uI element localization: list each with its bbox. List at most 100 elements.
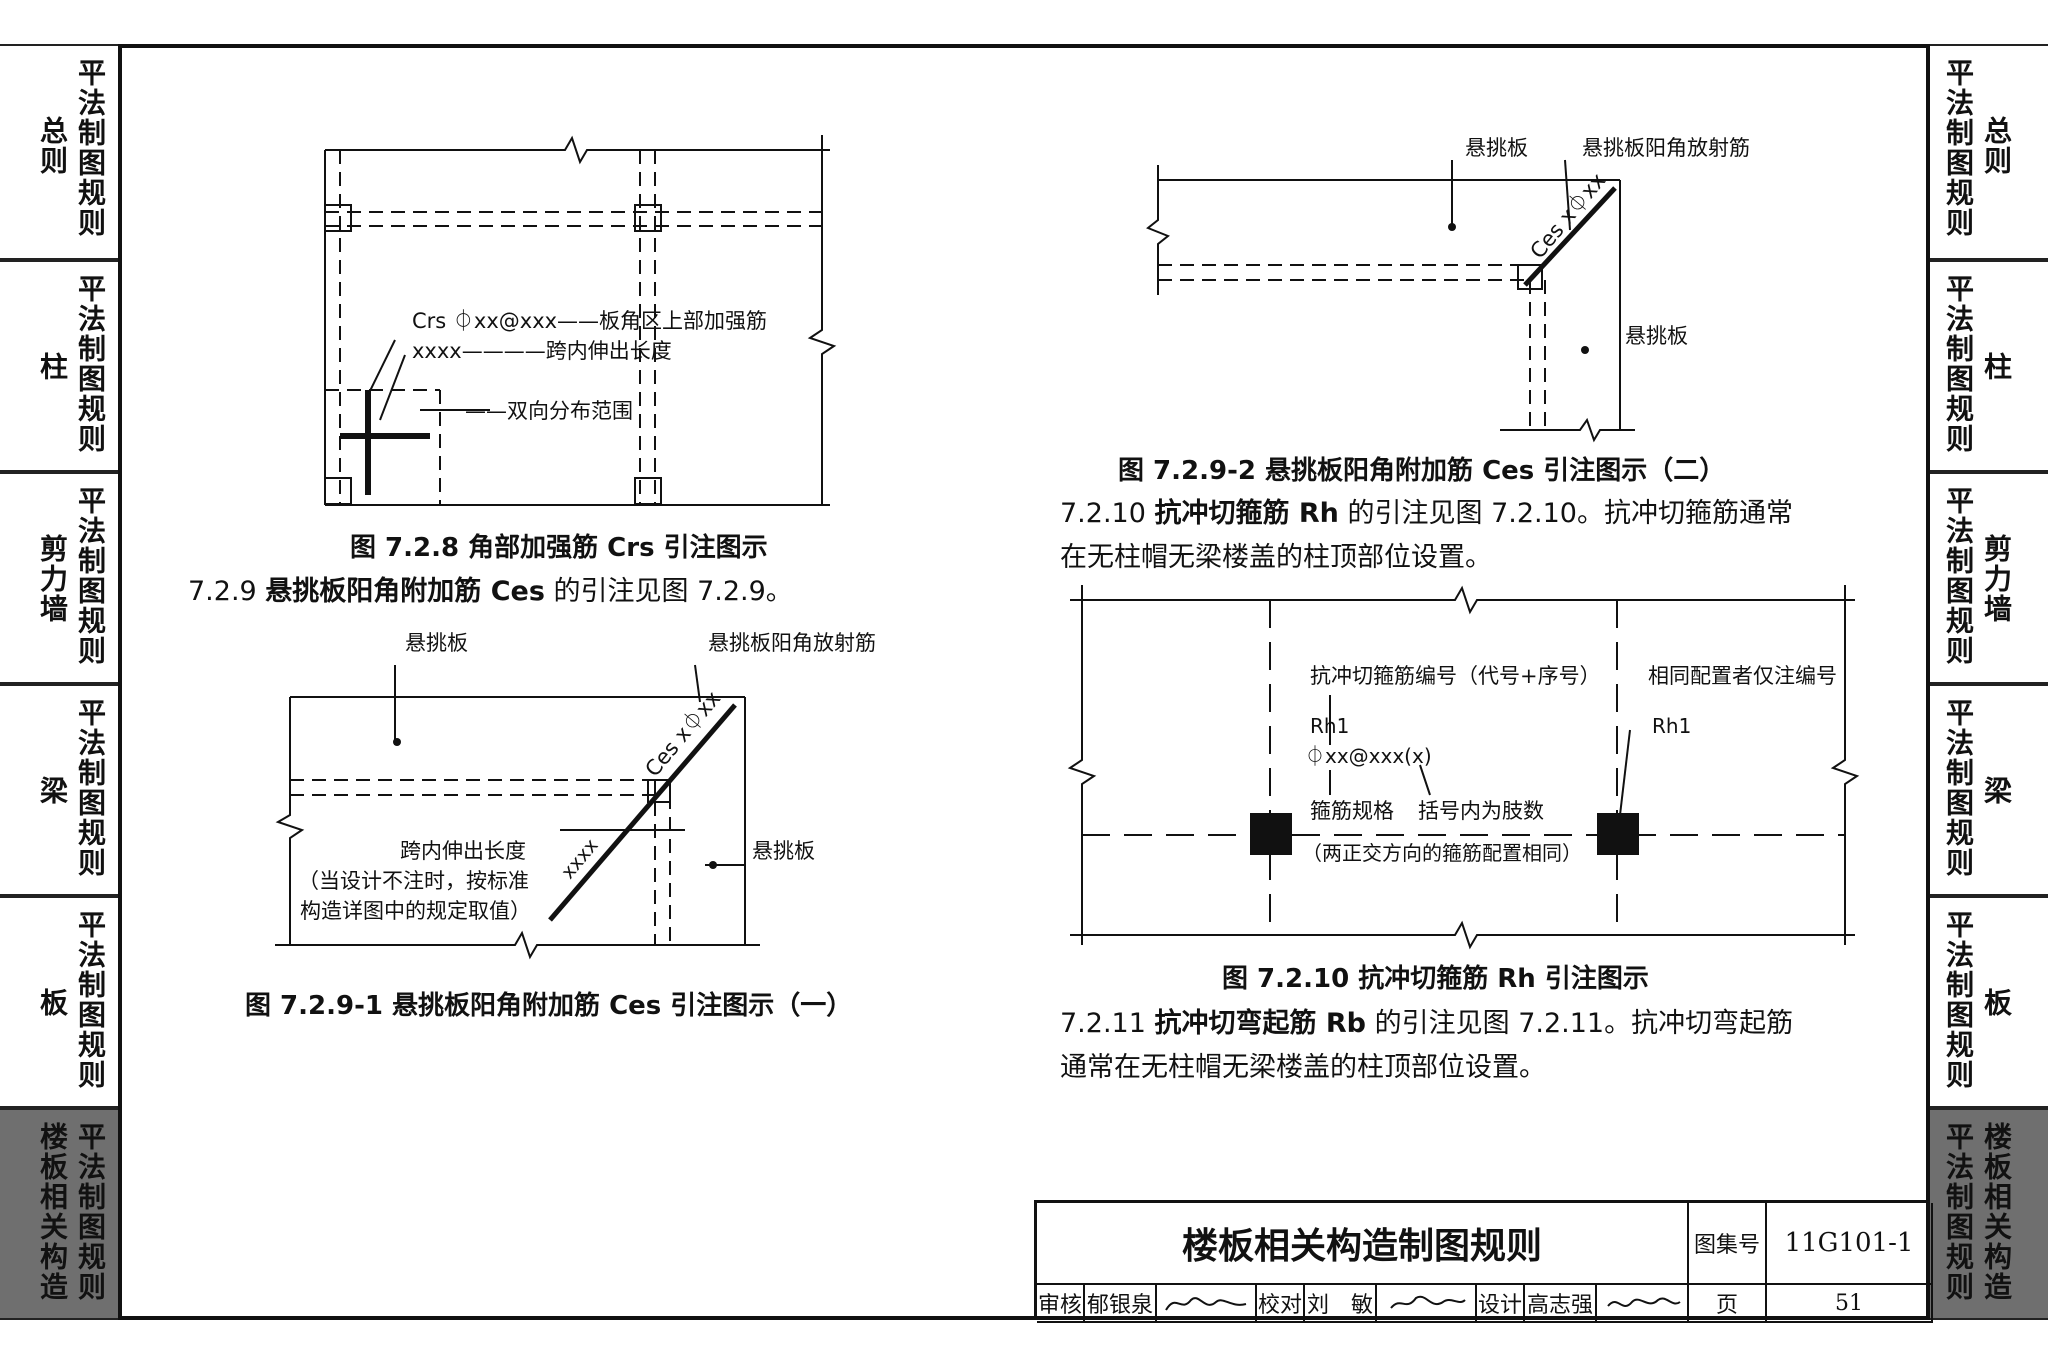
title-block-title: 楼板相关构造制图规则 (1037, 1203, 1689, 1285)
page-number: 51 (1767, 1285, 1933, 1323)
side-tab-general[interactable]: 平法制图规则 总则 (0, 44, 118, 260)
checker-signature (1377, 1285, 1477, 1323)
side-tab-slab-related[interactable]: 平法制图规则 楼板相关构造 (0, 1108, 118, 1320)
page-frame (118, 44, 1930, 1320)
atlas-number: 11G101-1 (1767, 1203, 1933, 1285)
tab-col1: 平法制图规则 (74, 698, 107, 878)
label-rh1: Rh1 (1310, 714, 1349, 738)
caption-fig-7-2-9-2: 图 7.2.9-2 悬挑板阳角附加筋 Ces 引注图示（二） (1118, 456, 1726, 486)
tab-col2: 梁 (36, 776, 69, 806)
tab-col2: 总则 (36, 116, 69, 176)
figure-7-2-9-2 (1146, 159, 1635, 443)
label-range: ——双向分布范围 (465, 399, 633, 423)
tab-col2: 剪力墙 (36, 534, 69, 624)
para-rest-line2: 在无柱帽无梁楼盖的柱顶部位设置。 (1060, 542, 1492, 573)
label-rh-number: 抗冲切箍筋编号（代号+序号） (1310, 664, 1601, 688)
label-orthogonal-note: （两正交方向的箍筋配置相同） (1302, 841, 1582, 865)
checker-name: 刘 敏 (1305, 1285, 1377, 1323)
label-stirrup-spec: 箍筋规格 (1310, 799, 1394, 823)
caption-fig-7-2-8: 图 7.2.8 角部加强筋 Crs 引注图示 (350, 533, 768, 563)
para-rest-line2: 通常在无柱帽无梁楼盖的柱顶部位设置。 (1060, 1052, 1546, 1083)
para-rest: 的引注见图 7.2.11。抗冲切弯起筋 (1374, 1008, 1794, 1039)
tab-col1: 平法制图规则 (74, 274, 107, 454)
label-ces-diagonal-2: Ces x⏀xx (1525, 169, 1610, 264)
caption-fig-7-2-9-1: 图 7.2.9-1 悬挑板阳角附加筋 Ces 引注图示（一） (245, 991, 853, 1021)
reviewer-name: 郁银泉 (1085, 1285, 1157, 1323)
para-bold: 抗冲切箍筋 Rh (1154, 498, 1339, 529)
caption-fig-7-2-10: 图 7.2.10 抗冲切箍筋 Rh 引注图示 (1222, 964, 1649, 994)
atlas-label: 图集号 (1689, 1203, 1767, 1285)
tab-col2: 柱 (1980, 352, 2013, 382)
label-cantilever-top-2: 悬挑板 (1465, 136, 1528, 160)
label-note1: （当设计不注时，按标准 (298, 869, 529, 893)
side-tab-beam-right[interactable]: 平法制图规则 梁 (1930, 684, 2048, 896)
side-tab-general-right[interactable]: 平法制图规则 总则 (1930, 44, 2048, 260)
title-block: 楼板相关构造制图规则 图集号 11G101-1 审核 郁银泉 校对 刘 敏 设计… (1034, 1200, 1933, 1323)
label-cantilever-right: 悬挑板 (752, 839, 815, 863)
tab-col1: 平法制图规则 (74, 910, 107, 1090)
tab-col2: 剪力墙 (1980, 534, 2013, 624)
check-label: 校对 (1257, 1285, 1305, 1323)
tab-col2: 梁 (1980, 776, 2013, 806)
reviewer-signature (1157, 1285, 1257, 1323)
dot-marker (1448, 223, 1456, 231)
dot-marker (1581, 346, 1589, 354)
side-tab-column-right[interactable]: 平法制图规则 柱 (1930, 260, 2048, 472)
para-num: 7.2.11 (1060, 1008, 1146, 1039)
paragraph-7-2-11: 7.2.11 抗冲切弯起筋 Rb 的引注见图 7.2.11。抗冲切弯起筋 通常在… (1060, 1002, 1793, 1090)
column-left (1250, 813, 1292, 855)
label-cantilever-top: 悬挑板 (405, 631, 468, 655)
paragraph-7-2-10: 7.2.10 抗冲切箍筋 Rh 的引注见图 7.2.10。抗冲切箍筋通常 在无柱… (1060, 492, 1793, 580)
page-label: 页 (1689, 1285, 1767, 1323)
tab-col1: 平法制图规则 (1942, 486, 1975, 666)
para-num: 7.2.9 (188, 576, 257, 607)
tab-col1: 平法制图规则 (74, 1122, 107, 1302)
designer-name: 高志强 (1525, 1285, 1597, 1323)
tab-col1: 平法制图规则 (1942, 1122, 1975, 1302)
tab-col1: 平法制图规则 (1942, 910, 1975, 1090)
label-radial-bars: 悬挑板阳角放射筋 (708, 631, 876, 655)
tab-col1: 平法制图规则 (74, 486, 107, 666)
figure-7-2-8 (324, 135, 837, 506)
tab-col1: 平法制图规则 (74, 58, 107, 238)
side-tab-slab-right[interactable]: 平法制图规则 板 (1930, 896, 2048, 1108)
tab-col1: 平法制图规则 (1942, 58, 1975, 238)
designer-signature (1597, 1285, 1689, 1323)
label-crs: Crs ⏀xx@xxx——板角区上部加强筋 (412, 309, 767, 333)
tab-col2: 板 (36, 988, 69, 1018)
side-tab-column[interactable]: 平法制图规则 柱 (0, 260, 118, 472)
label-same-config: 相同配置者仅注编号 (1648, 664, 1837, 688)
tab-col2: 楼板相关构造 (36, 1122, 69, 1302)
column-right (1597, 813, 1639, 855)
dot-marker (709, 861, 717, 869)
label-cantilever-right-2: 悬挑板 (1625, 324, 1688, 348)
tab-col2: 总则 (1980, 116, 2013, 176)
label-extend: xxxx————跨内伸出长度 (412, 339, 672, 363)
side-tab-shear-wall-right[interactable]: 平法制图规则 剪力墙 (1930, 472, 2048, 684)
review-label: 审核 (1037, 1285, 1085, 1323)
tab-col1: 平法制图规则 (1942, 698, 1975, 878)
label-note2: 构造详图中的规定取值） (300, 899, 531, 923)
tab-col1: 平法制图规则 (1942, 274, 1975, 454)
design-label: 设计 (1477, 1285, 1525, 1323)
side-tab-shear-wall[interactable]: 平法制图规则 剪力墙 (0, 472, 118, 684)
label-xxxx: xxxx (557, 835, 603, 884)
dot-marker (393, 738, 401, 746)
side-tab-slab-related-right[interactable]: 平法制图规则 楼板相关构造 (1930, 1108, 2048, 1320)
figure-7-2-10 (1067, 585, 1860, 950)
para-bold: 抗冲切弯起筋 Rb (1154, 1008, 1367, 1039)
tab-col2: 柱 (36, 352, 69, 382)
label-legs: 括号内为肢数 (1418, 799, 1544, 823)
label-radial-bars-2: 悬挑板阳角放射筋 (1582, 136, 1750, 160)
label-spec: ⏀xx@xxx(x) (1305, 744, 1432, 768)
label-span-extend: 跨内伸出长度 (400, 839, 526, 863)
para-bold: 悬挑板阳角附加筋 Ces (265, 576, 545, 607)
label-rh1-right: Rh1 (1652, 714, 1691, 738)
paragraph-7-2-9: 7.2.9 悬挑板阳角附加筋 Ces 的引注见图 7.2.9。 (188, 570, 793, 614)
tab-col2: 板 (1980, 988, 2013, 1018)
para-num: 7.2.10 (1060, 498, 1146, 529)
tab-col2: 楼板相关构造 (1980, 1122, 2013, 1302)
side-tab-beam[interactable]: 平法制图规则 梁 (0, 684, 118, 896)
side-tab-slab[interactable]: 平法制图规则 板 (0, 896, 118, 1108)
